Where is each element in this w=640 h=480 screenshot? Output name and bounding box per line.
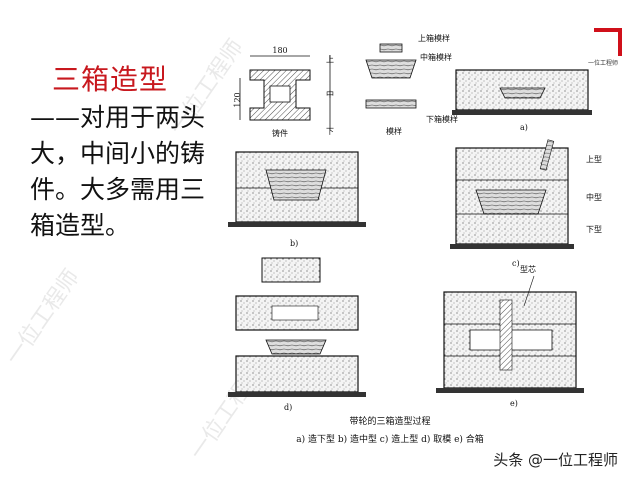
panel-label-c: c)	[512, 259, 520, 268]
slide-body-text: ——对用于两头大，中间小的铸件。大多需用三箱造型。	[30, 103, 206, 240]
pattern-label-top: 上箱模样	[418, 33, 450, 43]
panel-label-e: e)	[510, 399, 518, 408]
casting-drawing: 180 120 铸件 上 中 下	[233, 46, 334, 138]
panel-d: d)	[228, 257, 366, 412]
mold-label-top: 上型	[586, 155, 602, 164]
mold-label-bottom: 下型	[586, 225, 602, 234]
panel-e: 型芯 e)	[436, 264, 584, 408]
pattern-label-bottom: 下箱模样	[426, 114, 458, 124]
pattern-parts: 上箱模样 中箱模样 下箱模样 模样	[365, 33, 458, 136]
pattern-label-middle: 中箱模样	[420, 52, 452, 62]
pattern-caption: 模样	[386, 126, 402, 136]
figure-caption: 带轮的三箱造型过程	[349, 417, 431, 427]
side-label-middle: 中	[326, 89, 334, 99]
panel-label-d: d)	[284, 403, 292, 412]
dimension-height-label: 120	[233, 92, 242, 107]
slide-title: 三箱造型	[52, 63, 169, 96]
mold-label-middle: 中型	[586, 192, 602, 202]
panel-c: 上型 中型 下型 c)	[450, 139, 602, 268]
core-label: 型芯	[520, 264, 536, 274]
credit-text: 头条 @一位工程师	[493, 451, 618, 469]
panel-label-a: a)	[520, 123, 528, 132]
corner-logo-icon	[594, 28, 622, 56]
panel-b: b)	[228, 151, 366, 248]
dimension-width-label: 180	[272, 46, 287, 55]
corner-logo-text: 一位工程师	[588, 60, 619, 67]
panel-a: a)	[452, 69, 592, 132]
panel-label-b: b)	[290, 239, 298, 248]
figure-sub-caption: a) 造下型 b) 造中型 c) 造上型 d) 取模 e) 合箱	[296, 435, 484, 445]
casting-label: 铸件	[272, 128, 288, 138]
side-label-bottom: 下	[326, 127, 334, 136]
side-label-top: 上	[326, 55, 334, 64]
